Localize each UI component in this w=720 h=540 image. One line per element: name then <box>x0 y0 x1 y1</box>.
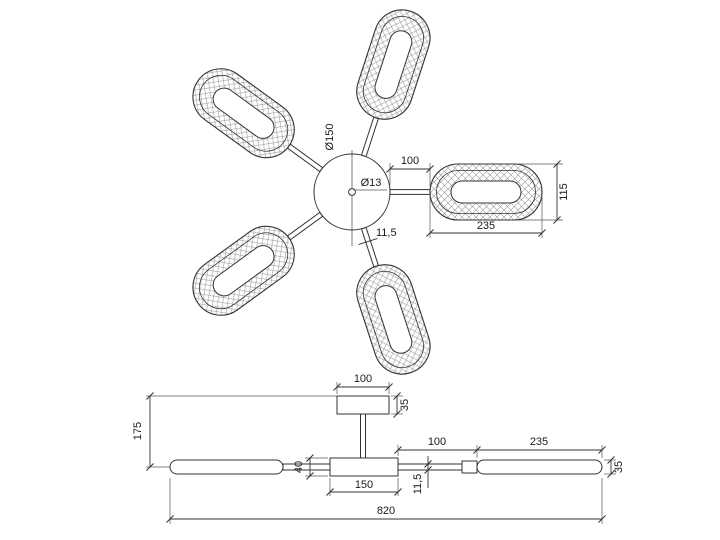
right-arm <box>397 463 463 471</box>
dimension-line <box>358 237 378 246</box>
dim-top-arm-length: 100 <box>385 155 435 187</box>
dim-label-top-shade-length: 235 <box>477 220 495 232</box>
stem <box>360 413 366 459</box>
arm-assembly-top-right <box>336 2 438 166</box>
right-shade <box>476 459 603 475</box>
dim-canopy-height: 35 <box>391 391 411 419</box>
dim-label-hub-height: 40 <box>293 461 305 473</box>
center-hole <box>348 188 356 196</box>
top-view: Ø150 Ø13 100 235 <box>181 2 570 382</box>
dim-label-top-shade-width: 115 <box>558 183 570 201</box>
dim-top-shade-length: 235 <box>425 196 547 238</box>
dim-label-total-width: 820 <box>377 505 395 517</box>
arm-assembly-bottom-left <box>181 191 339 327</box>
dim-arm-thickness: 11,5 <box>412 456 433 495</box>
dim-hole-diameter: Ø13 <box>355 177 387 191</box>
dim-label-top-arm-length: 100 <box>401 155 419 167</box>
dim-canopy-width: 100 <box>332 373 394 394</box>
left-shade <box>169 459 284 475</box>
dim-label-side-arm-length: 100 <box>428 436 446 448</box>
dim-top-arm-width: 11,5 <box>358 227 397 246</box>
dim-label-hole-diameter: Ø13 <box>361 177 382 189</box>
dim-total-width: 820 <box>165 478 607 524</box>
dim-hub-width: 150 <box>325 478 403 497</box>
dim-label-drop-height: 175 <box>132 422 144 440</box>
dim-side-shade-length: 235 <box>477 436 607 458</box>
dim-side-arm-length: 100 <box>393 436 482 458</box>
right-arm-joint <box>461 460 478 474</box>
dim-label-canopy-width: 100 <box>354 373 372 385</box>
hub-circle <box>313 153 391 231</box>
dim-label-hub-width: 150 <box>355 479 373 491</box>
dim-label-arm-thickness: 11,5 <box>412 474 424 495</box>
left-arm <box>282 463 331 471</box>
dim-hub-height: 40 <box>293 453 328 481</box>
dim-label-side-shade-length: 235 <box>530 436 548 448</box>
hub-body <box>329 457 399 477</box>
dim-top-shade-width: 115 <box>516 159 570 225</box>
dim-label-side-shade-height: 35 <box>613 461 625 473</box>
dim-label-circle-diameter: Ø150 <box>324 124 336 151</box>
arm-assembly-top-left <box>181 57 339 193</box>
ceiling-canopy <box>336 395 390 415</box>
dim-side-shade-height: 35 <box>604 455 625 479</box>
arm-assembly-right <box>389 163 543 221</box>
side-view: 100 35 175 40 <box>132 373 625 524</box>
dim-drop-height: 175 <box>132 391 337 472</box>
dim-label-top-arm-width: 11,5 <box>376 227 397 239</box>
dim-label-canopy-height: 35 <box>399 399 411 411</box>
